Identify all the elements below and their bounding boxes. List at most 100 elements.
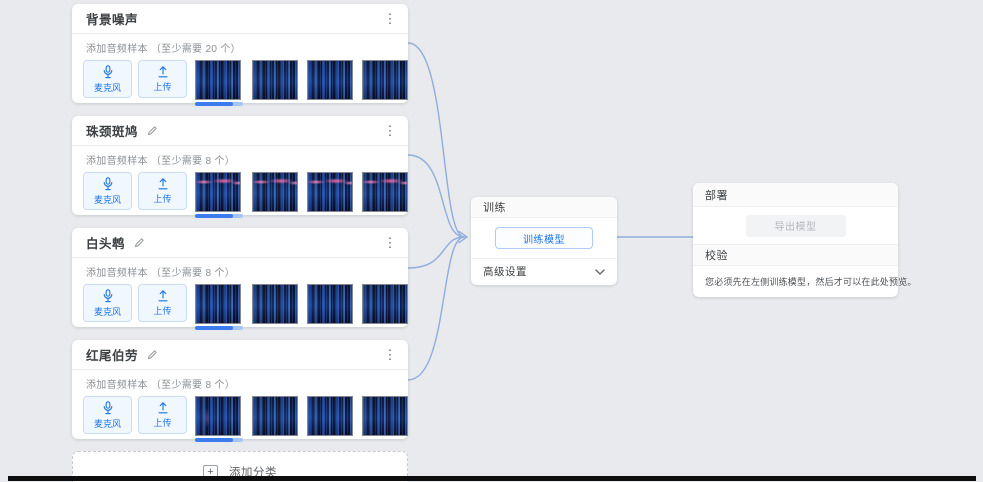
more-options-icon[interactable]: ⋮ [383,10,397,26]
sample-hint: 添加音频样本 （至少需要 8 个） [86,156,235,167]
spectrogram-thumbnail[interactable] [195,172,241,212]
audio-samples-strip [195,284,408,330]
sample-column [195,60,243,106]
spectrogram-thumbnail[interactable] [307,284,353,324]
train-card-header: 训练 [471,197,617,218]
chevron-down-icon [595,268,605,275]
preview-section-header: 校验 [693,244,898,266]
spectrogram-thumbnail[interactable] [307,60,353,100]
microphone-button[interactable]: 麦克风 [83,60,132,98]
edit-pencil-icon[interactable] [147,125,158,136]
deploy-section-body: 导出模型 [693,207,898,244]
samples-scrollbar-thumb[interactable] [195,214,233,218]
connector-arrowhead [458,230,469,244]
sample-row: 麦克风 上传 [83,284,408,330]
samples-scrollbar[interactable] [195,214,243,218]
upload-icon [157,402,168,414]
upload-button-label: 上传 [153,418,172,428]
deploy-title: 部署 [705,189,728,202]
spectrogram-thumbnail[interactable] [252,396,298,436]
connector-class1-to-train [407,42,465,238]
microphone-button[interactable]: 麦克风 [83,396,132,434]
upload-button[interactable]: 上传 [138,60,187,98]
microphone-icon [103,176,112,190]
microphone-button-label: 麦克风 [93,82,121,93]
spectrogram-thumbnail[interactable] [362,172,408,212]
spectrogram-thumbnail[interactable] [362,60,408,100]
samples-scrollbar-thumb[interactable] [195,438,233,442]
upload-button-label: 上传 [153,82,172,92]
sample-row: 麦克风 上传 [83,396,408,442]
upload-button[interactable]: 上传 [138,172,187,210]
sample-column [195,172,243,218]
samples-scrollbar-thumb[interactable] [195,326,233,330]
more-options-icon[interactable]: ⋮ [383,234,397,250]
spectrogram-thumbnail[interactable] [195,60,241,100]
spectrogram-thumbnail[interactable] [252,172,298,212]
microphone-button-label: 麦克风 [93,418,121,429]
class-card-shrike: 红尾伯劳 ⋮ 添加音频样本 （至少需要 8 个） 麦克风 上传 [72,340,408,442]
spectrogram-thumbnail[interactable] [307,396,353,436]
audio-samples-strip [195,60,408,106]
connector-class3-to-train [407,236,465,269]
class-card-header: 珠颈斑鸠 ⋮ [72,116,408,146]
preview-title: 校验 [705,250,728,262]
microphone-button-label: 麦克风 [93,306,121,317]
spectrogram-thumbnail[interactable] [307,172,353,212]
train-model-button[interactable]: 训练模型 [495,227,593,249]
edit-pencil-icon[interactable] [134,237,145,248]
upload-button[interactable]: 上传 [138,396,187,434]
edit-pencil-icon[interactable] [147,349,158,360]
class-card-body: 添加音频样本 （至少需要 20 个） 麦克风 上传 [72,34,408,106]
spectrogram-thumbnail[interactable] [362,396,408,436]
microphone-button[interactable]: 麦克风 [83,284,132,322]
advanced-settings-label: 高级设置 [483,266,527,278]
class-card-body: 添加音频样本 （至少需要 8 个） 麦克风 上传 [72,370,408,442]
sample-row: 麦克风 上传 [83,60,408,106]
class-card-background-noise: 背景噪声 ⋮ 添加音频样本 （至少需要 20 个） 麦克风 上传 [72,4,408,106]
export-model-button-disabled: 导出模型 [745,214,846,237]
class-card-bulbul: 白头鹎 ⋮ 添加音频样本 （至少需要 8 个） 麦克风 上传 [72,228,408,330]
microphone-icon [103,288,112,302]
sample-hint: 添加音频样本 （至少需要 20 个） [86,44,241,55]
microphone-icon [103,64,112,78]
spectrogram-thumbnail[interactable] [195,284,241,324]
class-title: 白头鹎 [86,237,126,251]
train-card: 训练 训练模型 高级设置 [471,197,617,285]
samples-scrollbar-thumb[interactable] [195,102,233,106]
connector-class2-to-train [407,154,465,238]
samples-scrollbar[interactable] [195,438,243,442]
class-card-header: 红尾伯劳 ⋮ [72,340,408,370]
connector-class4-to-train [407,236,465,381]
advanced-settings-row[interactable]: 高级设置 [471,259,617,284]
more-options-icon[interactable]: ⋮ [383,346,397,362]
train-card-body: 训练模型 [471,218,617,259]
class-card-spotted-dove: 珠颈斑鸠 ⋮ 添加音频样本 （至少需要 8 个） 麦克风 上传 [72,116,408,218]
spectrogram-thumbnail[interactable] [252,284,298,324]
audio-samples-strip [195,172,408,218]
samples-scrollbar[interactable] [195,326,243,330]
upload-icon [157,178,168,190]
class-card-body: 添加音频样本 （至少需要 8 个） 麦克风 上传 [72,146,408,218]
spectrogram-thumbnail[interactable] [195,396,241,436]
sample-hint: 添加音频样本 （至少需要 8 个） [86,380,235,391]
class-card-header: 白头鹎 ⋮ [72,228,408,258]
spectrogram-thumbnail[interactable] [252,60,298,100]
microphone-button[interactable]: 麦克风 [83,172,132,210]
preview-message: 您必须先在左侧训练模型，然后才可以在此处预览。 [705,277,917,287]
upload-button-label: 上传 [153,306,172,316]
deploy-preview-card: 部署 导出模型 校验 您必须先在左侧训练模型，然后才可以在此处预览。 [693,183,917,297]
upload-button-label: 上传 [153,194,172,204]
samples-scrollbar[interactable] [195,102,243,106]
spectrogram-thumbnail[interactable] [362,284,408,324]
more-options-icon[interactable]: ⋮ [383,122,397,138]
class-title: 红尾伯劳 [86,349,139,363]
upload-button[interactable]: 上传 [138,284,187,322]
class-title: 背景噪声 [86,13,139,27]
train-card-title: 训练 [483,202,506,214]
sample-column [195,396,243,442]
microphone-icon [103,400,112,414]
upload-icon [157,290,168,302]
class-card-body: 添加音频样本 （至少需要 8 个） 麦克风 上传 [72,258,408,330]
